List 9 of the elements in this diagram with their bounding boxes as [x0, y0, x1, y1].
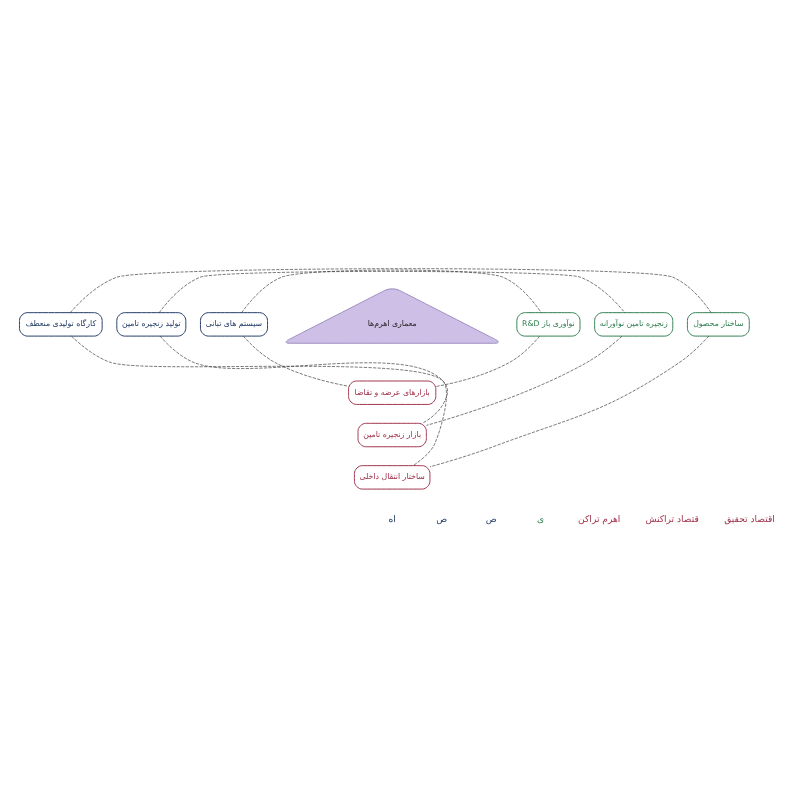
- connector: [69, 268, 712, 313]
- connector: [243, 335, 349, 387]
- connector: [158, 271, 626, 313]
- connector: [71, 335, 447, 466]
- connector: [435, 335, 540, 387]
- connector: [426, 335, 623, 426]
- connector: [241, 269, 542, 313]
- connector: [429, 335, 710, 468]
- connector: [159, 335, 448, 424]
